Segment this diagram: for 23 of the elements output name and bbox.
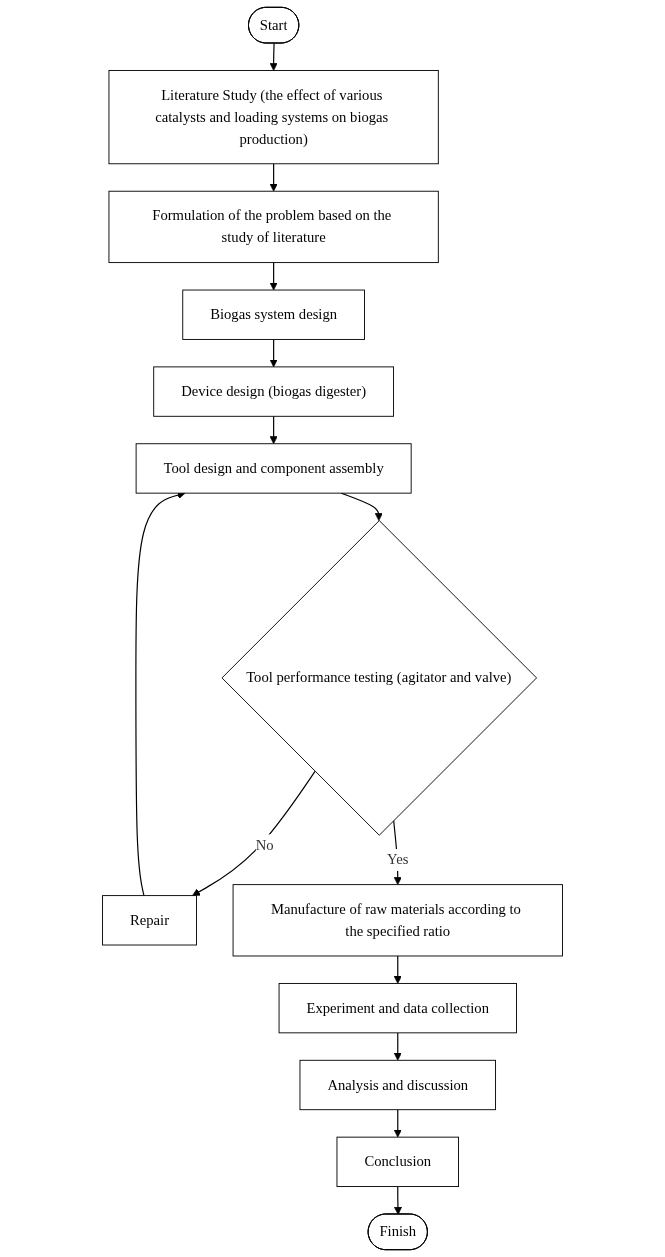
- node-box: Tool design and component assembly: [135, 443, 412, 494]
- node-box: Analysis and discussion: [299, 1059, 496, 1111]
- arrow: [269, 163, 278, 192]
- edge-label: Yes: [387, 851, 409, 868]
- arrow: [192, 770, 316, 896]
- arrow: [393, 1032, 402, 1061]
- arrow: [269, 338, 278, 368]
- node-box: Literature Study (the effect of various catalysts and loading systems on biogas production): [108, 70, 439, 165]
- arrow: [269, 262, 278, 291]
- node-box: Experiment and data collection: [278, 983, 517, 1034]
- node-box: Biogas system design: [182, 289, 365, 340]
- node-box: Formulation of the problem based on the study of literature: [108, 190, 439, 264]
- node-box: Conclusion: [336, 1136, 459, 1187]
- arrow: [269, 415, 278, 445]
- arrow: [393, 955, 402, 984]
- node-diamond: Tool performance testing (agitator and valve): [221, 520, 538, 836]
- arrow: [393, 1109, 402, 1138]
- node-box: Repair: [102, 895, 197, 946]
- node-box: Manufacture of raw materials according to the specified ratio: [232, 884, 563, 957]
- node-box: Device design (biogas digester): [153, 366, 394, 417]
- edge-label: No: [255, 837, 274, 853]
- arrow: [269, 42, 278, 71]
- arrow: [393, 1185, 402, 1215]
